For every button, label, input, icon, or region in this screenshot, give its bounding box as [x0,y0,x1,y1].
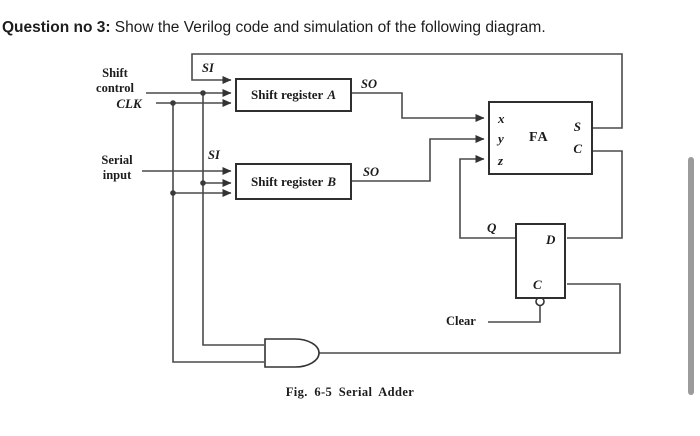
shift-register-a-suffix: A [327,87,336,102]
wire-clk-to-and [172,103,264,363]
junction-dot [200,90,206,96]
d-flip-flop-block: D C [515,223,566,299]
shift-control-line1: Shift [102,66,128,80]
clear-label: Clear [446,314,476,328]
clk-label: CLK [116,96,142,111]
dff-d-label: D [546,232,556,247]
question-number: Question no 3: [2,19,111,36]
shift-control-label: Shift control [88,66,142,96]
si-b-label: SI [208,148,220,162]
junction-dot [170,100,176,106]
q-label: Q [487,220,497,235]
question-text: Show the Verilog code and simulation of … [110,19,546,36]
junction-dot [200,180,206,186]
serial-input-line2: input [102,168,132,182]
so-b-label: SO [363,165,379,179]
wire-so-b-to-y [352,135,485,182]
wire-and-to-clock [319,283,621,354]
question-title: Question no 3: Show the Verilog code and… [2,19,546,37]
junction-dot [170,190,176,196]
scrollbar-thumb[interactable] [688,157,694,395]
wire-shift-control-to-and [202,93,264,346]
fa-input-x: x [498,111,505,126]
shift-register-b-label: Shift register [251,173,324,189]
fa-output-c: C [573,141,582,156]
fa-input-y: y [498,131,504,146]
full-adder-block: x y z FA S C [488,101,593,175]
figure-caption: Fig. 6-5 Serial Adder [285,385,415,399]
serial-input-line1: Serial [101,153,133,167]
serial-input-label: Serial input [92,153,142,183]
wire-c-to-d [567,150,623,239]
si-a-label: SI [202,61,214,75]
fa-label: FA [529,130,549,145]
wire-s-feedback-to-si-a [191,53,623,129]
fa-input-z: z [498,153,504,168]
fa-output-s: S [573,119,581,134]
shift-register-b-block: Shift register B [235,163,352,200]
wire-so-a-to-x [352,92,485,122]
so-a-label: SO [361,77,377,91]
shift-register-a-block: Shift register A [235,78,352,112]
wire-q-to-z [459,155,516,239]
shift-register-a-label: Shift register [251,87,324,102]
wire-clear [488,306,541,323]
and-gate [264,338,320,368]
junction-dots [170,90,206,196]
shift-register-b-suffix: B [327,173,336,189]
shift-control-line2: control [96,81,134,95]
dff-c-label: C [533,277,542,292]
